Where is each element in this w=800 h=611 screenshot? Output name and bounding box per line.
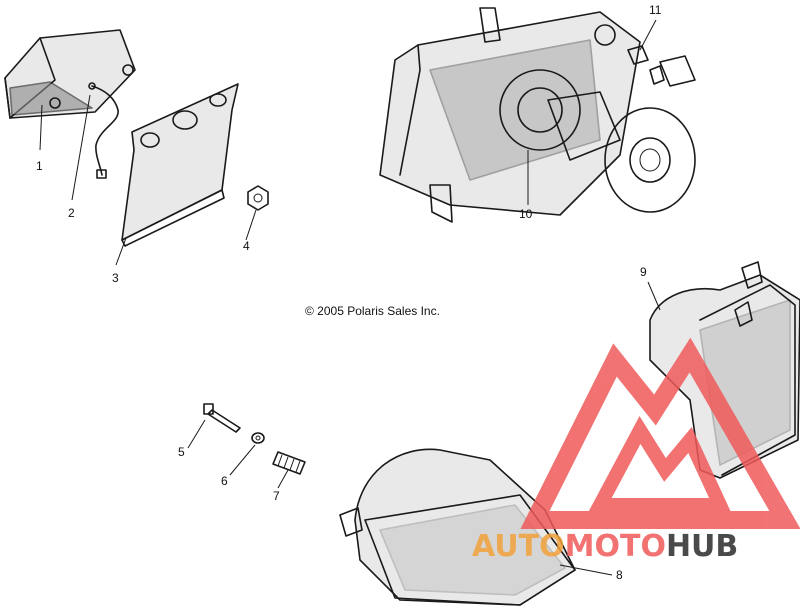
headlamp-assembly-top <box>379 7 641 223</box>
callout-2: 2 <box>68 206 75 220</box>
callout-6: 6 <box>221 474 228 488</box>
callout-8: 8 <box>616 568 623 582</box>
callout-3: 3 <box>112 271 119 285</box>
watermark-word-moto: MOTO <box>565 529 666 564</box>
spring <box>272 451 306 475</box>
callout-11: 11 <box>649 3 662 17</box>
watermark-word-hub: HUB <box>666 529 738 564</box>
front-headlamp <box>339 448 576 606</box>
callout-9: 9 <box>640 265 647 279</box>
nut <box>247 185 269 211</box>
callout-4: 4 <box>243 239 250 253</box>
watermark-word-auto: AUTO <box>472 529 565 564</box>
tail-lamp-housing <box>4 29 136 119</box>
svg-text:AUTOMOTOHUB: AUTOMOTOHUB <box>472 529 738 564</box>
callout-5: 5 <box>178 445 185 459</box>
callout-7: 7 <box>273 489 280 503</box>
callout-labels: 1 2 3 4 5 6 7 8 9 10 11 <box>36 3 662 582</box>
callout-10: 10 <box>519 207 533 221</box>
watermark-triangle-icon <box>520 337 800 529</box>
headlamp-bulb <box>547 91 696 213</box>
callout-1: 1 <box>36 159 43 173</box>
license-plate-bracket <box>121 83 239 247</box>
watermark-inner-mark-icon <box>588 416 731 512</box>
leader-lines <box>39 19 661 576</box>
wire-harness <box>88 82 119 179</box>
watermark-logo: AUTOMOTOHUB <box>472 337 800 564</box>
washer <box>251 432 265 444</box>
copyright-text: © 2005 Polaris Sales Inc. <box>305 304 440 318</box>
bolt <box>203 403 241 433</box>
marker-bulb <box>627 45 696 87</box>
